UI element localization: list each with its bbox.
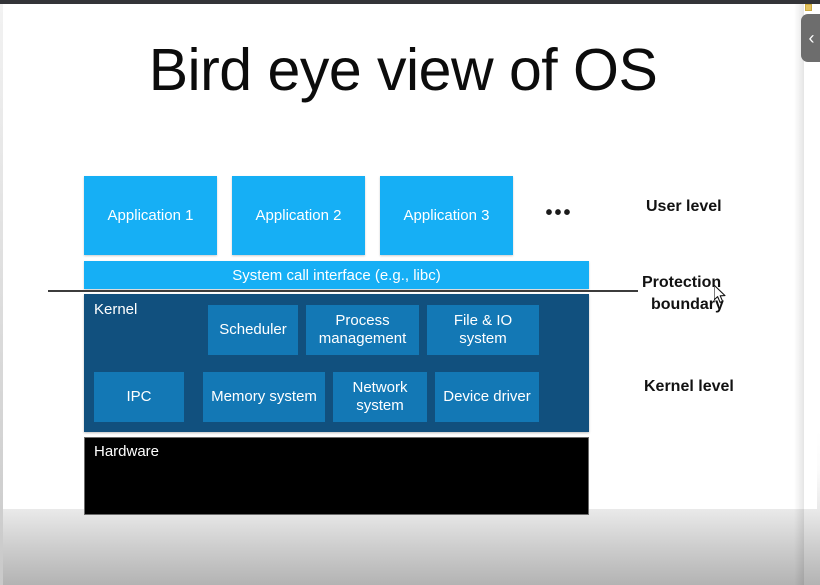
kernel-box-memory-system: Memory system	[203, 372, 325, 422]
kernel-block: Kernel Scheduler Process management File…	[84, 294, 589, 432]
player-top-chrome	[0, 0, 820, 4]
page-title: Bird eye view of OS	[148, 37, 658, 103]
kernel-box-network-system: Network system	[333, 372, 427, 422]
kernel-box-ipc: IPC	[94, 372, 184, 422]
application-box-2: Application 2	[232, 176, 365, 255]
slide-left-edge	[0, 4, 3, 585]
kernel-box-memory-system-label: Memory system	[211, 388, 317, 405]
chevron-left-icon: ‹	[808, 28, 815, 48]
hardware-block: Hardware	[84, 437, 589, 515]
application-ellipsis: •••	[545, 202, 573, 224]
system-call-interface-bar: System call interface (e.g., libc)	[84, 261, 589, 289]
annotation-protection-boundary-line2: boundary	[651, 296, 724, 313]
application-box-3: Application 3	[380, 176, 513, 255]
application-box-1: Application 1	[84, 176, 217, 255]
kernel-box-scheduler: Scheduler	[208, 305, 298, 355]
corner-marker-icon	[805, 4, 812, 11]
slide-canvas: Bird eye view of OS Application 1 Applic…	[3, 4, 817, 515]
kernel-label: Kernel	[94, 301, 138, 318]
kernel-box-file-io-system: File & IO system	[427, 305, 539, 355]
annotation-protection-boundary: Protection boundary	[642, 272, 772, 316]
application-box-3-label: Application 3	[403, 207, 490, 224]
player-right-edge-shadow	[794, 4, 804, 585]
kernel-box-device-driver-label: Device driver	[443, 388, 531, 405]
annotation-kernel-level: Kernel level	[644, 378, 734, 395]
kernel-box-ipc-label: IPC	[126, 388, 152, 405]
kernel-box-device-driver: Device driver	[435, 372, 539, 422]
protection-boundary-line	[48, 290, 638, 292]
application-box-2-label: Application 2	[255, 207, 342, 224]
kernel-box-file-io-system-label: File & IO system	[453, 312, 513, 347]
collapse-panel-tab[interactable]: ‹	[801, 14, 820, 62]
kernel-box-process-management: Process management	[306, 305, 419, 355]
application-box-1-label: Application 1	[107, 207, 194, 224]
hardware-label: Hardware	[94, 443, 160, 460]
kernel-box-network-system-label: Network system	[352, 379, 408, 414]
kernel-box-process-management-label: Process management	[318, 312, 407, 347]
system-call-interface-label: System call interface (e.g., libc)	[232, 266, 441, 284]
annotation-user-level: User level	[646, 198, 722, 215]
annotation-protection-boundary-line1: Protection	[642, 274, 722, 291]
kernel-box-scheduler-label: Scheduler	[219, 321, 287, 338]
